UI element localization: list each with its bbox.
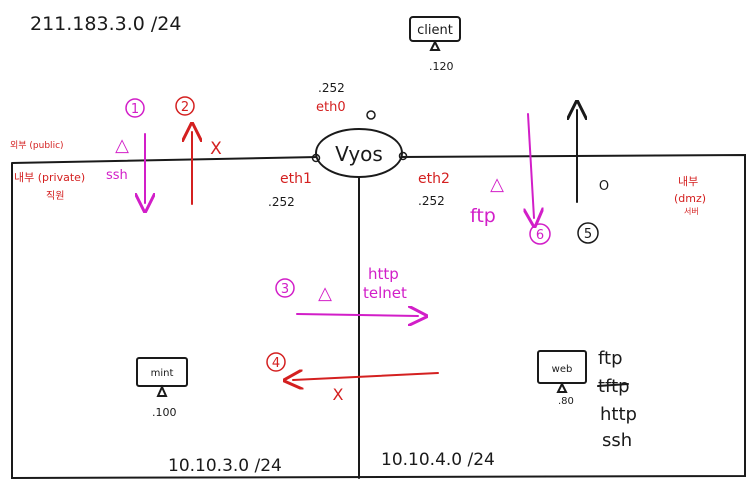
network-boundary: [11, 153, 746, 480]
rule-5-circle: [577, 222, 599, 244]
web-service-ssh: ssh: [602, 430, 632, 451]
rule-3-service-http: http: [368, 265, 399, 283]
public-subnet-label: 211.183.3.0 /24: [30, 13, 181, 35]
rule-6-service: ftp: [470, 205, 496, 227]
rule-3-circle: [275, 278, 295, 298]
rule-3-number: 3: [281, 282, 289, 297]
dmz-zone-note: 서버: [684, 206, 699, 216]
rule-1-service: ssh: [106, 168, 128, 183]
rule-6-mark: △: [490, 174, 504, 195]
rule-4-circle: [266, 352, 286, 372]
rule-3-mark: △: [318, 283, 332, 304]
rule-3-arrow: [296, 314, 418, 316]
rule-5-number: 5: [584, 227, 592, 242]
client-stand-icon: [429, 39, 441, 51]
mint-label: mint: [151, 368, 174, 379]
router-name: Vyos: [335, 142, 383, 166]
web-label: web: [552, 364, 573, 375]
private-subnet-label: 10.10.3.0 /24: [168, 456, 282, 476]
web-service-ftp: ftp: [598, 348, 623, 369]
router-eth0-port-icon: [366, 110, 376, 120]
rule-4-arrow: [293, 373, 439, 380]
private-zone-label: 내부 (private): [14, 171, 85, 184]
mint-stand-icon: [156, 384, 168, 397]
eth2-label: eth2: [418, 171, 450, 187]
client-label: client: [417, 23, 453, 38]
dmz-zone-sub: (dmz): [674, 192, 706, 205]
rule-1-number: 1: [131, 102, 139, 117]
rule-2-number: 2: [181, 100, 189, 115]
rule-6-arrow: [528, 113, 534, 218]
router-eth1-port-icon: [311, 153, 321, 163]
client-ip: .120: [429, 60, 454, 73]
rule-2-mark: X: [210, 139, 222, 159]
eth2-ip: .252: [418, 194, 445, 208]
web-ip: .80: [558, 396, 574, 407]
rule-4-number: 4: [272, 356, 280, 371]
rule-6-number: 6: [536, 228, 544, 243]
web-service-http: http: [600, 404, 637, 425]
rule-1-circle: [125, 98, 145, 118]
rule-4-mark: X: [333, 385, 344, 404]
eth1-ip: .252: [268, 195, 295, 209]
eth0-ip: .252: [318, 81, 345, 95]
eth1-label: eth1: [280, 171, 312, 187]
rule-3-service-telnet: telnet: [363, 284, 407, 302]
web-service-tftp: tftp: [598, 376, 630, 397]
router-eth2-port-icon: [398, 151, 408, 161]
private-zone-sub: 직원: [46, 190, 64, 202]
dmz-zone-label: 내부: [678, 175, 698, 188]
rule-2-circle: [175, 96, 195, 116]
rule-5-mark: O: [599, 179, 609, 194]
public-zone-label: 외부 (public): [10, 139, 64, 151]
web-stand-icon: [556, 381, 568, 393]
rule-1-mark: △: [115, 135, 129, 156]
eth0-label: eth0: [316, 100, 346, 115]
dmz-subnet-label: 10.10.4.0 /24: [381, 450, 495, 470]
mint-ip: .100: [152, 406, 177, 419]
tftp-strikethrough: [597, 383, 629, 387]
rule-6-circle: [529, 223, 551, 245]
